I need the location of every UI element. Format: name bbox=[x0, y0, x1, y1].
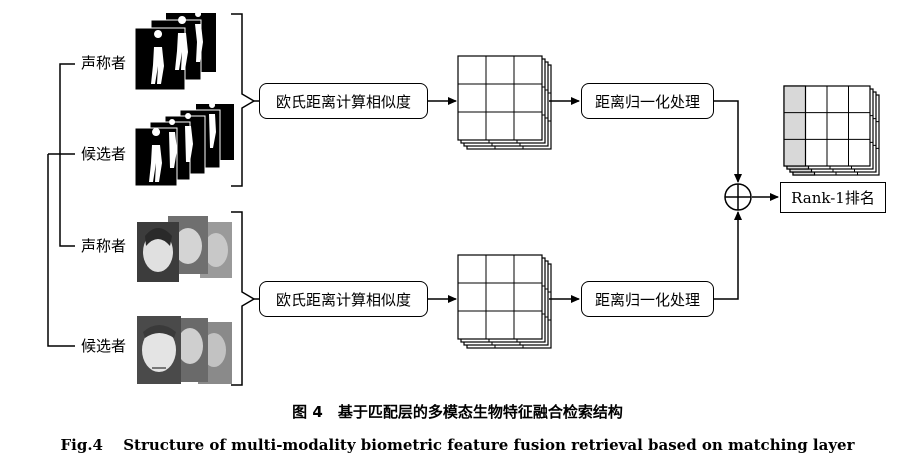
figure-caption-en: Fig.4 Structure of multi-modality biomet… bbox=[60, 436, 855, 454]
matrix-layer bbox=[457, 254, 543, 340]
gait-brace bbox=[231, 13, 256, 187]
similarity-box-bottom: 欧氏距离计算相似度 bbox=[259, 281, 428, 317]
fusion-plus-icon bbox=[724, 183, 752, 211]
flow-arrows bbox=[254, 97, 779, 303]
face-brace bbox=[231, 211, 256, 386]
matrix-layer bbox=[783, 85, 871, 167]
ranked-matrix bbox=[783, 85, 880, 176]
gait-claimant-label: 声称者 bbox=[81, 54, 127, 72]
matrix-layer bbox=[457, 55, 543, 141]
left-tree bbox=[47, 63, 75, 347]
score-matrix-bottom bbox=[457, 254, 552, 349]
gait-candidate-images bbox=[134, 102, 234, 187]
rank-box: Rank-1排名 bbox=[780, 182, 886, 213]
similarity-box-top: 欧氏距离计算相似度 bbox=[259, 83, 428, 119]
face-candidate-images bbox=[137, 316, 232, 384]
face-candidate-label: 候选者 bbox=[81, 337, 127, 355]
normalize-box-top: 距离归一化处理 bbox=[581, 83, 714, 119]
score-matrix-top bbox=[457, 55, 552, 150]
figure-caption-zh: 图 4 基于匹配层的多模态生物特征融合检索结构 bbox=[292, 403, 623, 421]
gait-claimant-images bbox=[134, 11, 216, 91]
gait-candidate-label: 候选者 bbox=[81, 145, 127, 163]
normalize-box-bottom: 距离归一化处理 bbox=[581, 281, 714, 317]
face-claimant-images bbox=[137, 216, 232, 282]
face-claimant-label: 声称者 bbox=[81, 237, 127, 255]
